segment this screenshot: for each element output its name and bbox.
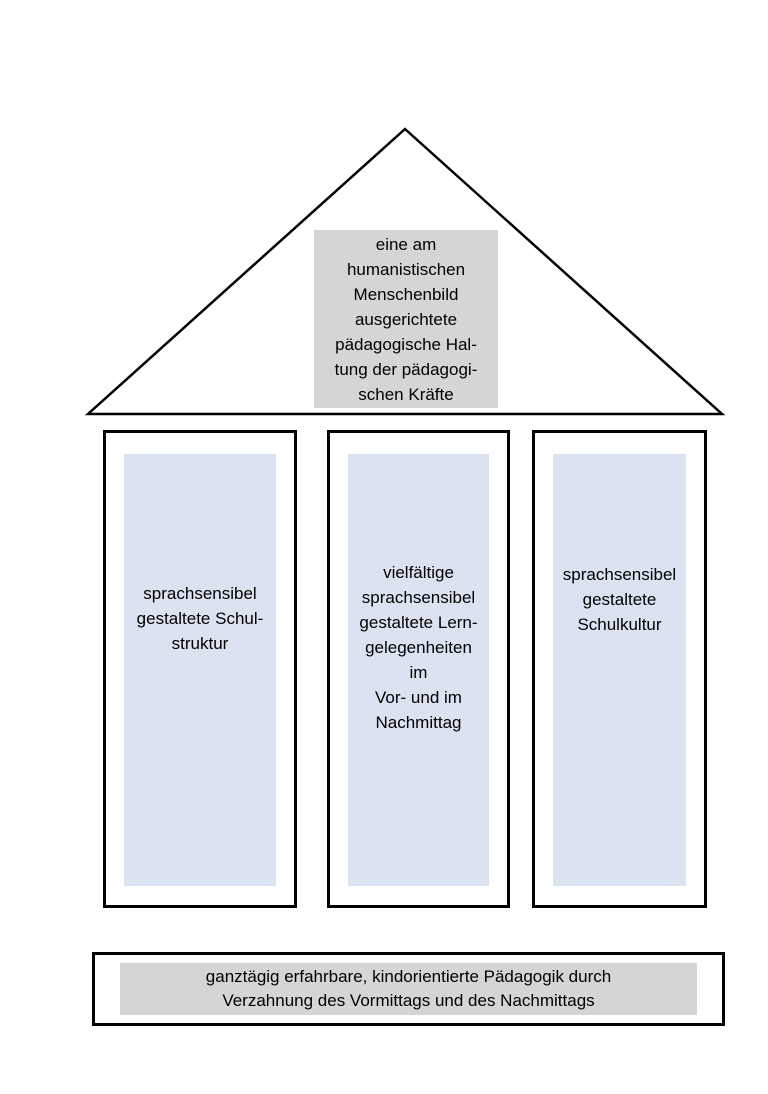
pillar-lerngelegenheiten: vielfältige sprachsensibel gestaltete Le…: [327, 430, 510, 908]
pillar-schulstruktur: sprachsensibel gestaltete Schul- struktu…: [103, 430, 297, 908]
pillar-schulstruktur-fill: sprachsensibel gestaltete Schul- struktu…: [124, 454, 276, 886]
pillar-lerngelegenheiten-label: vielfältige sprachsensibel gestaltete Le…: [359, 563, 478, 732]
pillar-schulkultur-fill: sprachsensibel gestaltete Schulkultur: [553, 454, 686, 886]
roof-label: eine am humanistischen Menschenbild ausg…: [314, 230, 498, 408]
pillar-schulkultur: sprachsensibel gestaltete Schulkultur: [532, 430, 707, 908]
foundation-bar: ganztägig erfahrbare, kindorientierte Pä…: [92, 952, 725, 1026]
foundation-label: ganztägig erfahrbare, kindorientierte Pä…: [205, 967, 612, 1010]
foundation-fill: ganztägig erfahrbare, kindorientierte Pä…: [120, 963, 697, 1015]
pillar-schulkultur-label: sprachsensibel gestaltete Schulkultur: [562, 565, 677, 634]
pillar-schulstruktur-label: sprachsensibel gestaltete Schul- struktu…: [136, 584, 264, 653]
pillar-lerngelegenheiten-fill: vielfältige sprachsensibel gestaltete Le…: [348, 454, 489, 886]
